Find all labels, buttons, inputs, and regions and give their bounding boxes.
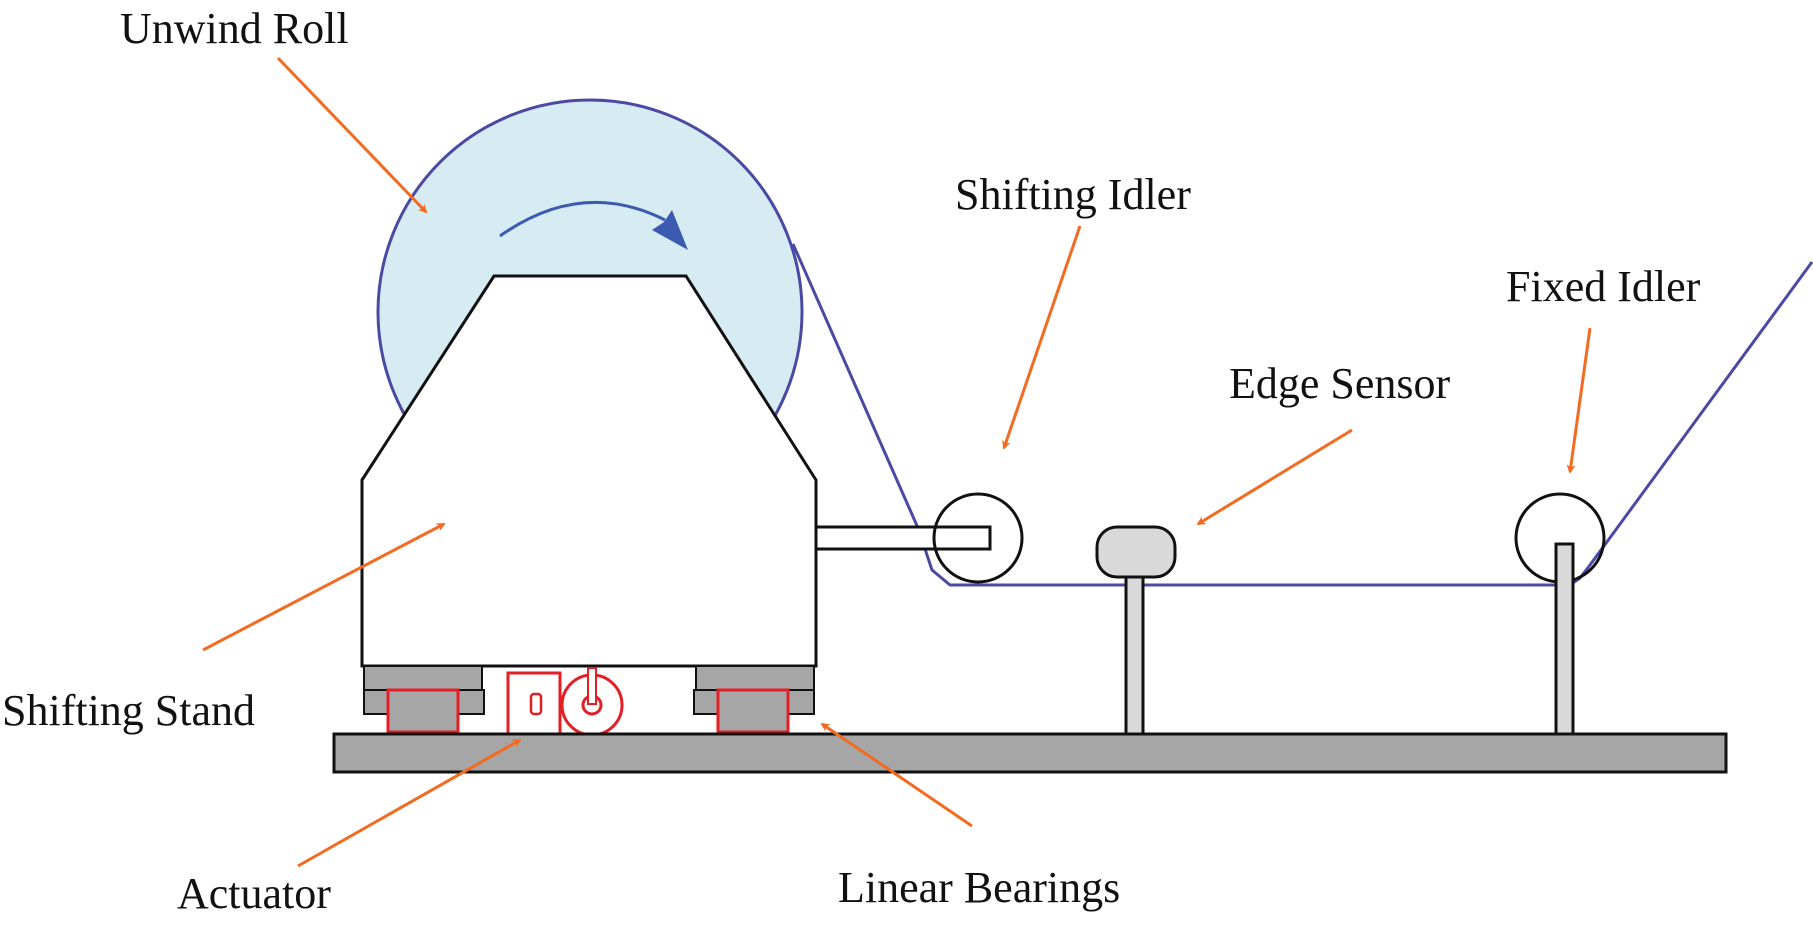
linear-bearing-left <box>386 688 460 734</box>
linear-bearing-right <box>716 688 790 734</box>
actuator-slot <box>529 692 543 716</box>
shifting-stand <box>360 274 818 668</box>
label-fixed-idler: Fixed Idler <box>1506 262 1701 311</box>
stand-pad-right <box>695 665 815 691</box>
arrow-edge-sensor <box>1196 428 1353 526</box>
arrow-linear-bearings <box>820 722 973 828</box>
edge-sensor-head <box>1095 525 1177 579</box>
arrow-shifting-idler <box>1002 225 1082 450</box>
label-edge-sensor: Edge Sensor <box>1229 359 1451 408</box>
shifting-idler-roller <box>932 492 1024 584</box>
fixed-idler-post <box>1554 542 1575 736</box>
actuator-rod <box>587 667 597 705</box>
label-actuator: Actuator <box>177 869 331 918</box>
arrow-unwind-roll <box>276 56 428 214</box>
base-plate <box>332 732 1728 774</box>
rotation-arrow-icon <box>499 200 666 238</box>
rotation-arrowhead-icon <box>652 210 688 250</box>
arrow-shifting-stand <box>202 522 446 652</box>
label-unwind-roll: Unwind Roll <box>120 4 349 53</box>
stand-pad-left <box>363 665 483 691</box>
edge-sensor-post <box>1124 554 1145 736</box>
label-shifting-stand: Shifting Stand <box>2 686 255 735</box>
label-linear-bearings: Linear Bearings <box>838 863 1120 912</box>
arrow-fixed-idler <box>1566 327 1592 474</box>
idler-arm <box>814 525 992 551</box>
arrow-actuator <box>297 738 522 868</box>
label-shifting-idler: Shifting Idler <box>955 170 1191 219</box>
